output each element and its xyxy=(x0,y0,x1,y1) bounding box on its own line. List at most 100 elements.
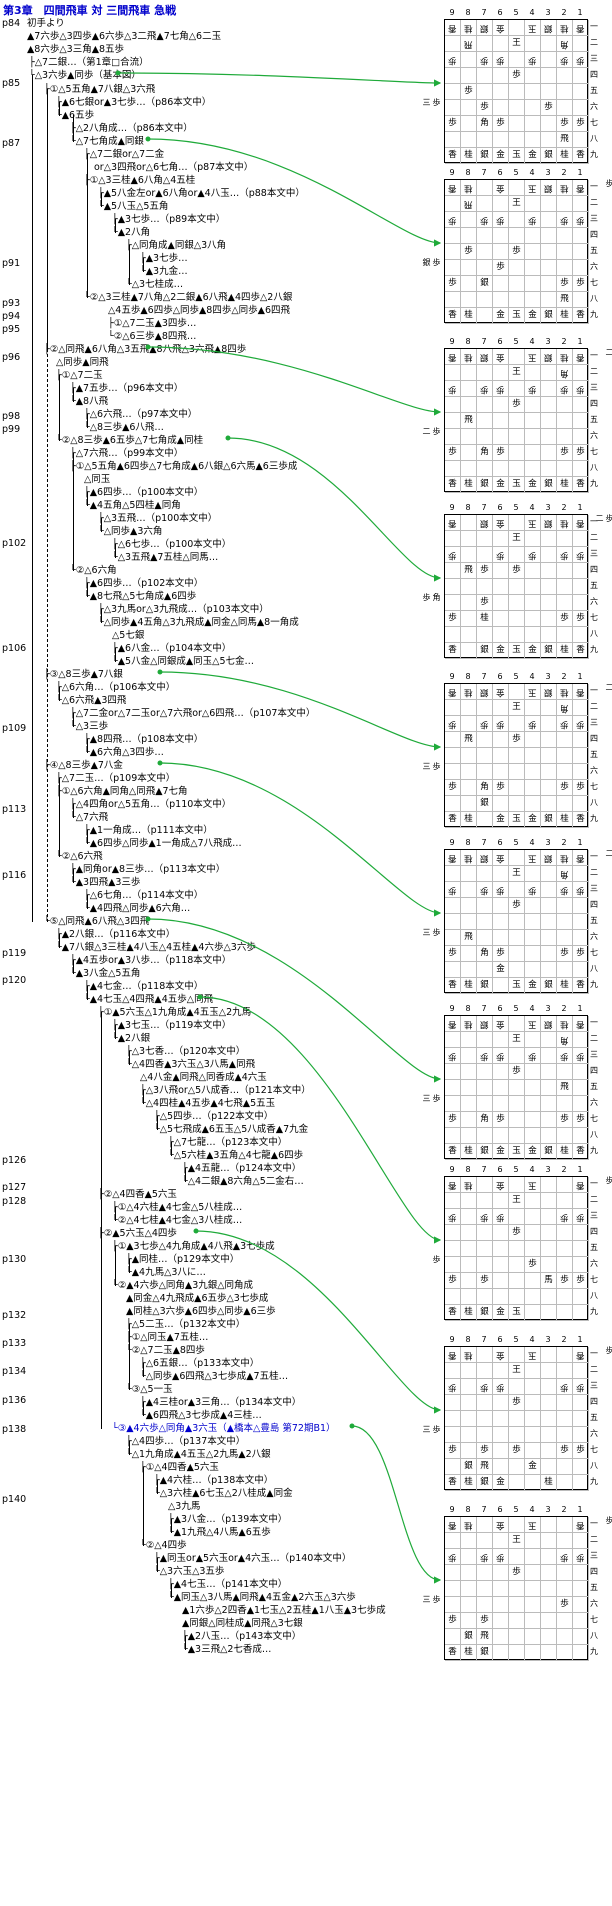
board-square xyxy=(493,1096,509,1112)
page-ref: p95 xyxy=(2,324,21,335)
board-square xyxy=(493,196,509,212)
shogi-piece: 桂 xyxy=(480,613,489,623)
shogi-piece: 歩 xyxy=(512,734,521,744)
board-square xyxy=(493,732,509,748)
board-square: 桂 xyxy=(557,148,573,164)
shogi-piece: 歩 xyxy=(448,719,457,729)
file-label: 8 xyxy=(465,503,471,512)
board-square xyxy=(477,132,493,148)
board-square: 桂 xyxy=(557,180,573,196)
move-line: └▲2八銀 xyxy=(112,1033,151,1044)
move-line: ├①▲3七歩△4九角成▲4八飛▲3七歩成 xyxy=(112,1241,275,1252)
board-square xyxy=(541,132,557,148)
shogi-piece: 歩 xyxy=(448,447,457,457)
board-square xyxy=(541,1549,557,1565)
board-square xyxy=(573,196,589,212)
board-square xyxy=(573,1597,589,1613)
shogi-piece: 金 xyxy=(496,23,505,33)
shogi-piece: 金 xyxy=(528,645,537,655)
shogi-piece: 歩 xyxy=(496,1212,505,1222)
board-square xyxy=(477,196,493,212)
shogi-piece: 金 xyxy=(496,645,505,655)
board-square: 角 xyxy=(477,1112,493,1128)
move-line: └▲3四飛▲3三歩 xyxy=(70,877,141,888)
board-square xyxy=(461,429,477,445)
move-line: ├▲6七銀or▲3七歩…（p86本文中） xyxy=(56,97,212,108)
file-label: 1 xyxy=(577,1505,583,1514)
board-square: 桂 xyxy=(461,812,477,828)
board-square: 歩 xyxy=(445,716,461,732)
move-line: └△6六飛▲3四飛 xyxy=(56,695,127,706)
tree-connector xyxy=(87,739,88,753)
board-square: 歩 xyxy=(477,1379,493,1395)
board-square: 歩 xyxy=(477,1613,493,1629)
board-square xyxy=(525,962,541,978)
board-square: 銀 xyxy=(477,515,493,531)
shogi-piece: 玉 xyxy=(528,183,537,193)
board-square xyxy=(509,1016,525,1032)
board-square: 歩 xyxy=(445,445,461,461)
shogi-piece: 角 xyxy=(560,368,569,378)
board-square xyxy=(541,52,557,68)
board-square: 歩 xyxy=(493,445,509,461)
board-square: 桂 xyxy=(557,812,573,828)
rank-label: 四 xyxy=(590,565,598,574)
tree-connector xyxy=(101,518,102,532)
shogi-piece: 歩 xyxy=(448,118,457,128)
shogi-piece: 玉 xyxy=(512,150,521,160)
board-square xyxy=(573,1080,589,1096)
rank-label: 六 xyxy=(590,766,598,775)
file-label: 7 xyxy=(481,8,487,17)
file-label: 7 xyxy=(481,1505,487,1514)
board-square: 飛 xyxy=(461,732,477,748)
shogi-piece: 玉 xyxy=(528,352,537,362)
board-square xyxy=(525,1080,541,1096)
rank-label: 六 xyxy=(590,102,598,111)
board-square xyxy=(509,349,525,365)
board-square xyxy=(525,866,541,882)
file-label: 5 xyxy=(513,337,519,346)
board-square xyxy=(493,1225,509,1241)
move-line: ├▲4三桂or▲3三角…（p134本文中） xyxy=(140,1397,302,1408)
board-square xyxy=(525,1395,541,1411)
move-line: └▲5八金△同銀成▲同玉△5七金… xyxy=(112,656,255,667)
shogi-piece: 歩 xyxy=(512,70,521,80)
board-square xyxy=(509,20,525,36)
board-square: 王 xyxy=(509,531,525,547)
board-square xyxy=(557,1064,573,1080)
board-rank-labels: 一二三四五六七八九 xyxy=(590,849,600,993)
sente-hand: 角歩 xyxy=(422,593,441,601)
shogi-piece: 歩 xyxy=(576,613,585,623)
move-line: △3九馬 xyxy=(168,1501,201,1512)
board-square xyxy=(445,84,461,100)
tree-connector xyxy=(101,1012,102,1429)
shogi-piece: 歩 xyxy=(480,215,489,225)
shogi-piece: 歩 xyxy=(576,1275,585,1285)
shogi-piece: 金 xyxy=(496,964,505,974)
board-square xyxy=(509,515,525,531)
board-square: 歩 xyxy=(557,212,573,228)
board-square xyxy=(445,1395,461,1411)
board-square xyxy=(493,1289,509,1305)
board-square xyxy=(493,531,509,547)
board-square: 歩 xyxy=(573,1112,589,1128)
board-square xyxy=(557,1225,573,1241)
shogi-piece: 歩 xyxy=(496,118,505,128)
rank-label: 一 xyxy=(590,1349,598,1358)
move-line: └▲5八玉△5五角 xyxy=(98,201,169,212)
board-square xyxy=(525,1427,541,1443)
board-square xyxy=(493,36,509,52)
move-line: ├①△7二玉▲3四歩… xyxy=(108,318,197,329)
board-square xyxy=(509,84,525,100)
file-label: 2 xyxy=(561,1335,567,1344)
board-square xyxy=(493,1257,509,1273)
shogi-piece: 金 xyxy=(528,150,537,160)
move-line: ├▲5八金左or▲6八角or▲4八玉…（p88本文中） xyxy=(98,188,305,199)
board-square: 歩 xyxy=(557,1048,573,1064)
shogi-piece: 飛 xyxy=(464,565,473,575)
sente-hand: 歩三 xyxy=(422,1094,441,1102)
gote-hand: 一歩二 xyxy=(605,348,612,356)
board-square: 歩 xyxy=(525,716,541,732)
